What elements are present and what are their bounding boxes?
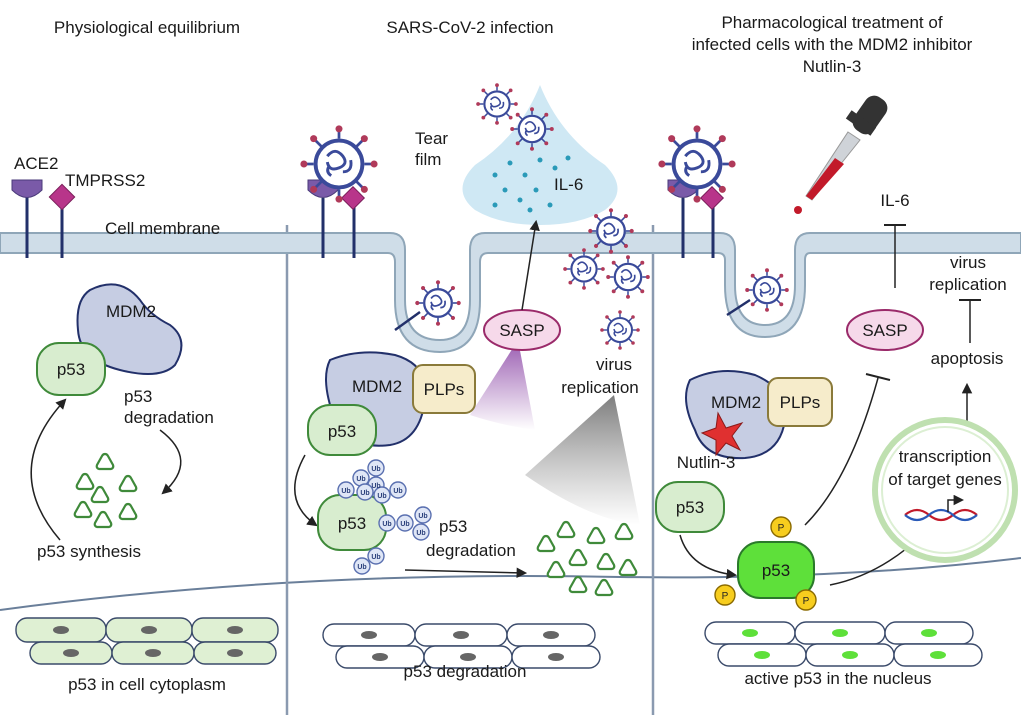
footer-label-3: active p53 in the nucleus: [744, 669, 931, 688]
p53-label-active: p53: [762, 561, 790, 580]
virus-replication-label-2: replication: [561, 378, 639, 397]
apoptosis-label: apoptosis: [931, 349, 1004, 368]
svg-text:Ub: Ub: [371, 554, 380, 561]
p53-label-3: p53: [338, 514, 366, 533]
virus-icon: [476, 83, 518, 125]
panel-1-title: Physiological equilibrium: [54, 18, 240, 37]
svg-text:Ub: Ub: [382, 521, 391, 528]
plps-box: [412, 364, 476, 414]
virus-icon: [563, 248, 605, 290]
tear-label-2: film: [415, 150, 441, 169]
nucleus: [872, 417, 1018, 563]
il6-label: IL-6: [554, 175, 583, 194]
transcription-label-2: of target genes: [888, 470, 1001, 489]
mdm2-protein: [76, 283, 183, 375]
footer-label-2: p53 degradation: [404, 662, 527, 681]
ace2-label: ACE2: [14, 154, 58, 173]
ubiquitin-tags: [337, 459, 432, 575]
mdm2-label-2: MDM2: [352, 377, 402, 396]
plps-box-2: [767, 377, 833, 427]
il6-label-2: IL-6: [880, 191, 909, 210]
virus-icon: [606, 255, 650, 299]
panel-3-title-3: Nutlin-3: [803, 57, 862, 76]
tissue-cells-2: [322, 623, 601, 669]
virus-replication-label: virus: [596, 355, 632, 374]
tear-film-drop: [462, 85, 618, 225]
p53-label-4: p53: [676, 498, 704, 517]
degradation-fragments: [73, 452, 138, 529]
mdm2-label-3: MDM2: [711, 393, 761, 412]
footer-label-1: p53 in cell cytoplasm: [68, 675, 226, 694]
virus-icon: [415, 280, 461, 326]
p53-label: p53: [57, 360, 85, 379]
panel-2-title: SARS-CoV-2 infection: [386, 18, 553, 37]
plps-label: PLPs: [424, 380, 465, 399]
svg-text:Ub: Ub: [371, 483, 380, 490]
cell-membrane: [0, 232, 1021, 354]
panel-3-title-2: infected cells with the MDM2 inhibitor: [692, 35, 973, 54]
svg-text:Ub: Ub: [357, 564, 366, 571]
virus-icon: [745, 268, 789, 312]
tissue-cells-1: [15, 617, 279, 665]
tmprss2-receptor: [48, 183, 76, 258]
nutlin-label: Nutlin-3: [677, 453, 736, 472]
degradation-fragments-2: [536, 520, 638, 597]
svg-text:Ub: Ub: [400, 521, 409, 528]
tissue-cells-3: [704, 621, 983, 667]
mdm2-label: MDM2: [106, 302, 156, 321]
virus-icon: [510, 107, 554, 151]
plps-label-2: PLPs: [780, 393, 821, 412]
degradation-label-2: degradation: [124, 408, 214, 427]
svg-text:Ub: Ub: [341, 488, 350, 495]
dropper-icon: [794, 95, 888, 214]
ace2-receptor: [11, 179, 43, 258]
p53-label-2: p53: [328, 422, 356, 441]
p53-protein-2: [307, 404, 377, 456]
phospho-label-3: P: [803, 596, 810, 607]
sasp-badge-2: [846, 309, 924, 351]
p53-active: [737, 541, 815, 599]
tear-label: Tear: [415, 129, 448, 148]
degradation-label-p2-2: degradation: [426, 541, 516, 560]
virus-replication-label-4: replication: [929, 275, 1007, 294]
sasp-label: SASP: [499, 321, 544, 340]
sasp-label-2: SASP: [862, 321, 907, 340]
svg-text:Ub: Ub: [418, 513, 427, 520]
phospho-label-2: P: [722, 591, 729, 602]
svg-text:Ub: Ub: [371, 466, 380, 473]
virus-icon: [300, 125, 378, 203]
virus-icon: [658, 125, 736, 203]
ub-labels: Ub Ub Ub Ub Ub Ub Ub Ub Ub Ub Ub Ub Ub: [341, 466, 427, 571]
svg-text:Ub: Ub: [393, 488, 402, 495]
panel-3-title: Pharmacological treatment of: [721, 13, 942, 32]
svg-text:Ub: Ub: [360, 490, 369, 497]
synthesis-label: p53 synthesis: [37, 542, 141, 561]
degradation-label: p53: [124, 387, 152, 406]
tmprss2-label: TMPRSS2: [65, 171, 145, 190]
svg-text:Ub: Ub: [377, 493, 386, 500]
nutlin-star: [700, 411, 744, 457]
virus-icon: [600, 310, 640, 350]
degradation-label-p2: p53: [439, 517, 467, 536]
p53-protein-3: [655, 481, 725, 533]
transcription-label: transcription: [899, 447, 992, 466]
phospho-label: P: [778, 523, 785, 534]
svg-text:Ub: Ub: [416, 530, 425, 537]
svg-text:Ub: Ub: [356, 476, 365, 483]
virus-icon: [588, 208, 634, 254]
replication-cone: [525, 395, 640, 525]
phospho-tags: [714, 516, 817, 611]
virus-replication-label-3: virus: [950, 253, 986, 272]
p53-protein: [36, 342, 106, 396]
membrane-label: Cell membrane: [105, 219, 220, 238]
sasp-cone: [470, 340, 535, 430]
